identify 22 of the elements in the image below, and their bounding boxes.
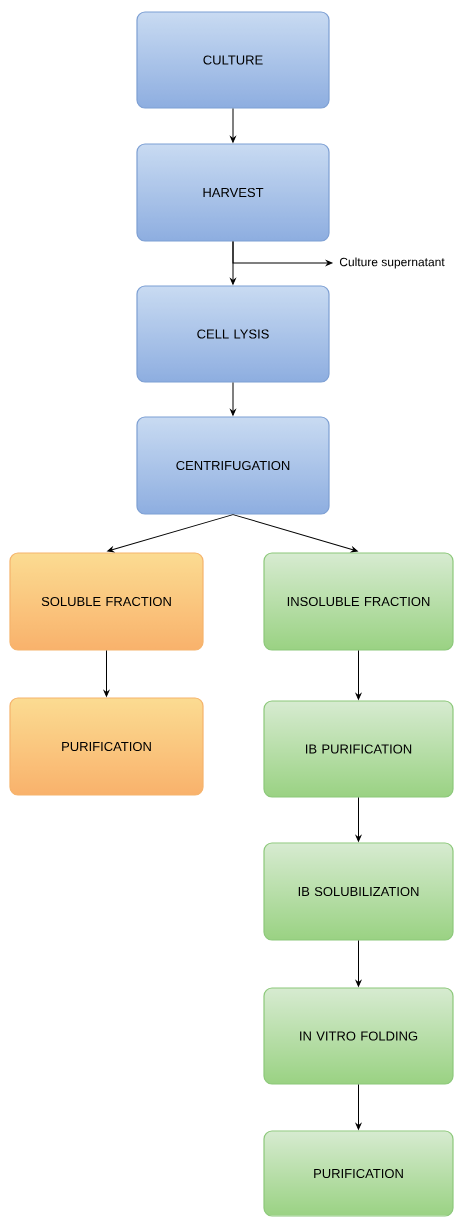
process-box: PURIFICATION xyxy=(9,697,204,796)
process-box: CULTURE xyxy=(136,11,330,109)
process-box: HARVEST xyxy=(136,143,330,242)
process-box: IB PURIFICATION xyxy=(263,700,454,798)
arrow xyxy=(103,650,110,697)
process-box: CELL LYSIS xyxy=(136,285,330,383)
arrow xyxy=(232,514,358,553)
arrow xyxy=(230,108,236,143)
process-box: PURIFICATION xyxy=(263,1130,454,1217)
arrow xyxy=(355,940,362,987)
process-box: SOLUBLE FRACTION xyxy=(9,552,204,651)
arrow xyxy=(355,797,362,842)
arrow xyxy=(230,382,236,416)
arrow xyxy=(355,1084,362,1130)
arrow xyxy=(107,514,234,553)
process-box: IB SOLUBILIZATION xyxy=(263,842,454,941)
arrow xyxy=(355,650,362,700)
arrow xyxy=(232,241,333,266)
process-box: CENTRIFUGATION xyxy=(136,416,330,515)
process-box: IN VITRO FOLDING xyxy=(263,987,454,1085)
process-box: INSOLUBLE FRACTION xyxy=(263,552,454,651)
step-label: Culture supernatant xyxy=(339,257,445,269)
